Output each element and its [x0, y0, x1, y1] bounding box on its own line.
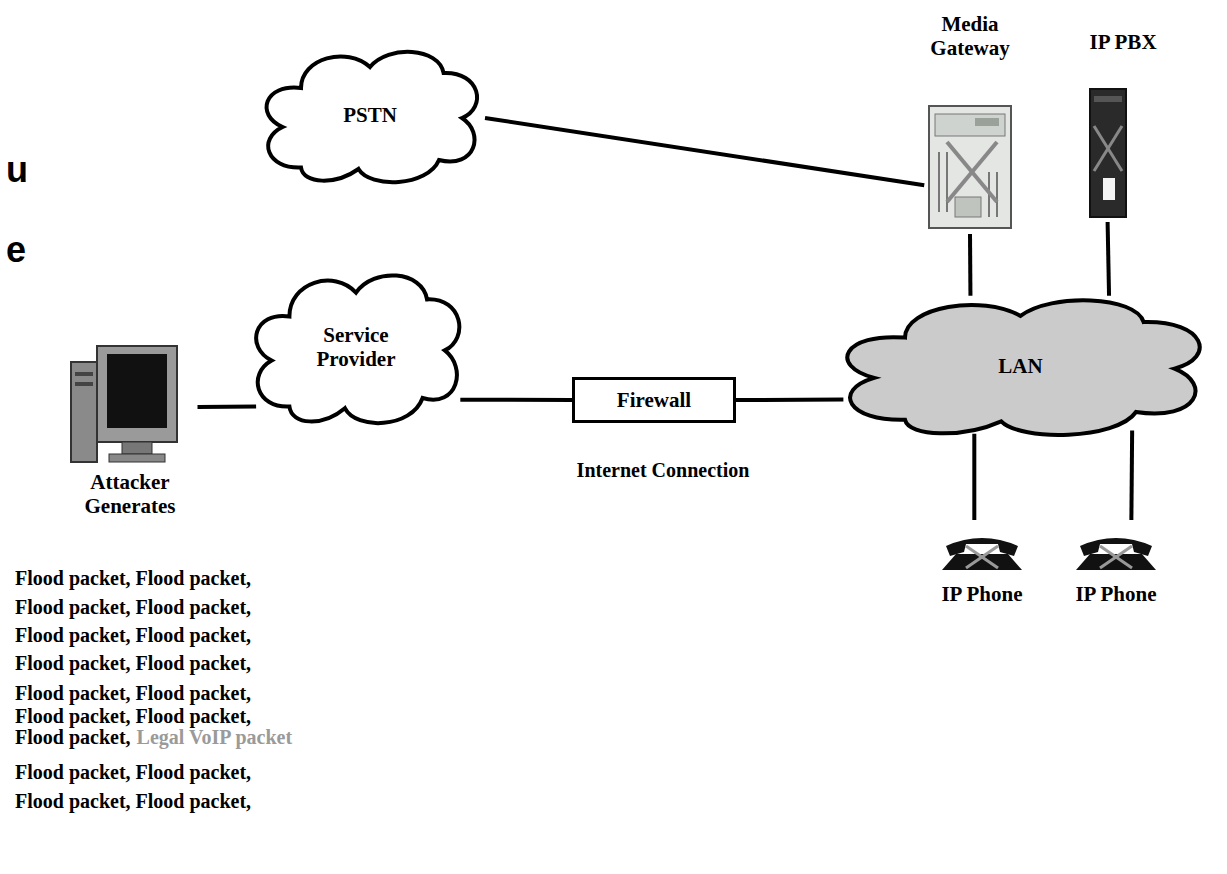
node-label: LAN: [998, 354, 1042, 378]
packet-line: Flood packet, Flood packet,: [15, 566, 251, 590]
media-gateway: Media Gateway: [918, 12, 1022, 234]
packet-line: Flood packet, Flood packet,: [15, 681, 251, 705]
network-link: [485, 118, 924, 185]
ip-phone: IP Phone: [1052, 520, 1180, 620]
network-cloud: PSTN: [255, 40, 485, 190]
node-label: IP PBX: [1068, 30, 1178, 54]
lan-cloud: LAN: [828, 288, 1213, 443]
phone-icon: [1074, 524, 1158, 572]
legal-packet: Legal VoIP packet: [137, 725, 293, 749]
node-label: IP Phone: [1052, 582, 1180, 606]
node-label: Firewall: [617, 388, 691, 412]
network-cloud: Service Provider: [245, 262, 467, 432]
computer-icon: [67, 342, 181, 466]
gateway-icon: [925, 102, 1015, 232]
attacker-computer: Attacker Generates: [55, 338, 205, 530]
node-label: IP Phone: [918, 582, 1046, 606]
network-link: [736, 398, 843, 402]
packet-line: Flood packet, Flood packet,: [15, 623, 251, 647]
pbx-server: IP PBX: [1068, 30, 1178, 222]
node-label: Service Provider: [301, 323, 411, 371]
packet-line: Flood packet, Flood packet,: [15, 760, 251, 784]
pbx-icon: [1087, 86, 1129, 220]
phone-icon: [940, 524, 1024, 572]
network-link: [968, 234, 972, 296]
node-label: PSTN: [343, 103, 397, 127]
node-label: Attacker Generates: [55, 470, 205, 518]
network-link: [1108, 222, 1109, 296]
ip-phone: IP Phone: [918, 520, 1046, 620]
packet-line: Flood packet, Flood packet,: [15, 595, 251, 619]
firewall-box: Firewall: [572, 377, 736, 423]
network-link: [198, 405, 257, 410]
slide-fragment: e: [6, 228, 26, 271]
network-link: [460, 398, 572, 402]
packet-line: Flood packet, Flood packet,: [15, 651, 251, 675]
packet-line: Flood packet, Flood packet,: [15, 704, 251, 728]
connection-label: Internet Connection: [577, 458, 750, 482]
slide-fragment: u: [6, 148, 28, 191]
packet-line: Flood packet, Flood packet,: [15, 789, 251, 813]
network-link: [1129, 431, 1134, 520]
packet-line: Flood packet,: [15, 725, 131, 749]
network-link: [972, 434, 976, 520]
node-label: Media Gateway: [918, 12, 1022, 60]
